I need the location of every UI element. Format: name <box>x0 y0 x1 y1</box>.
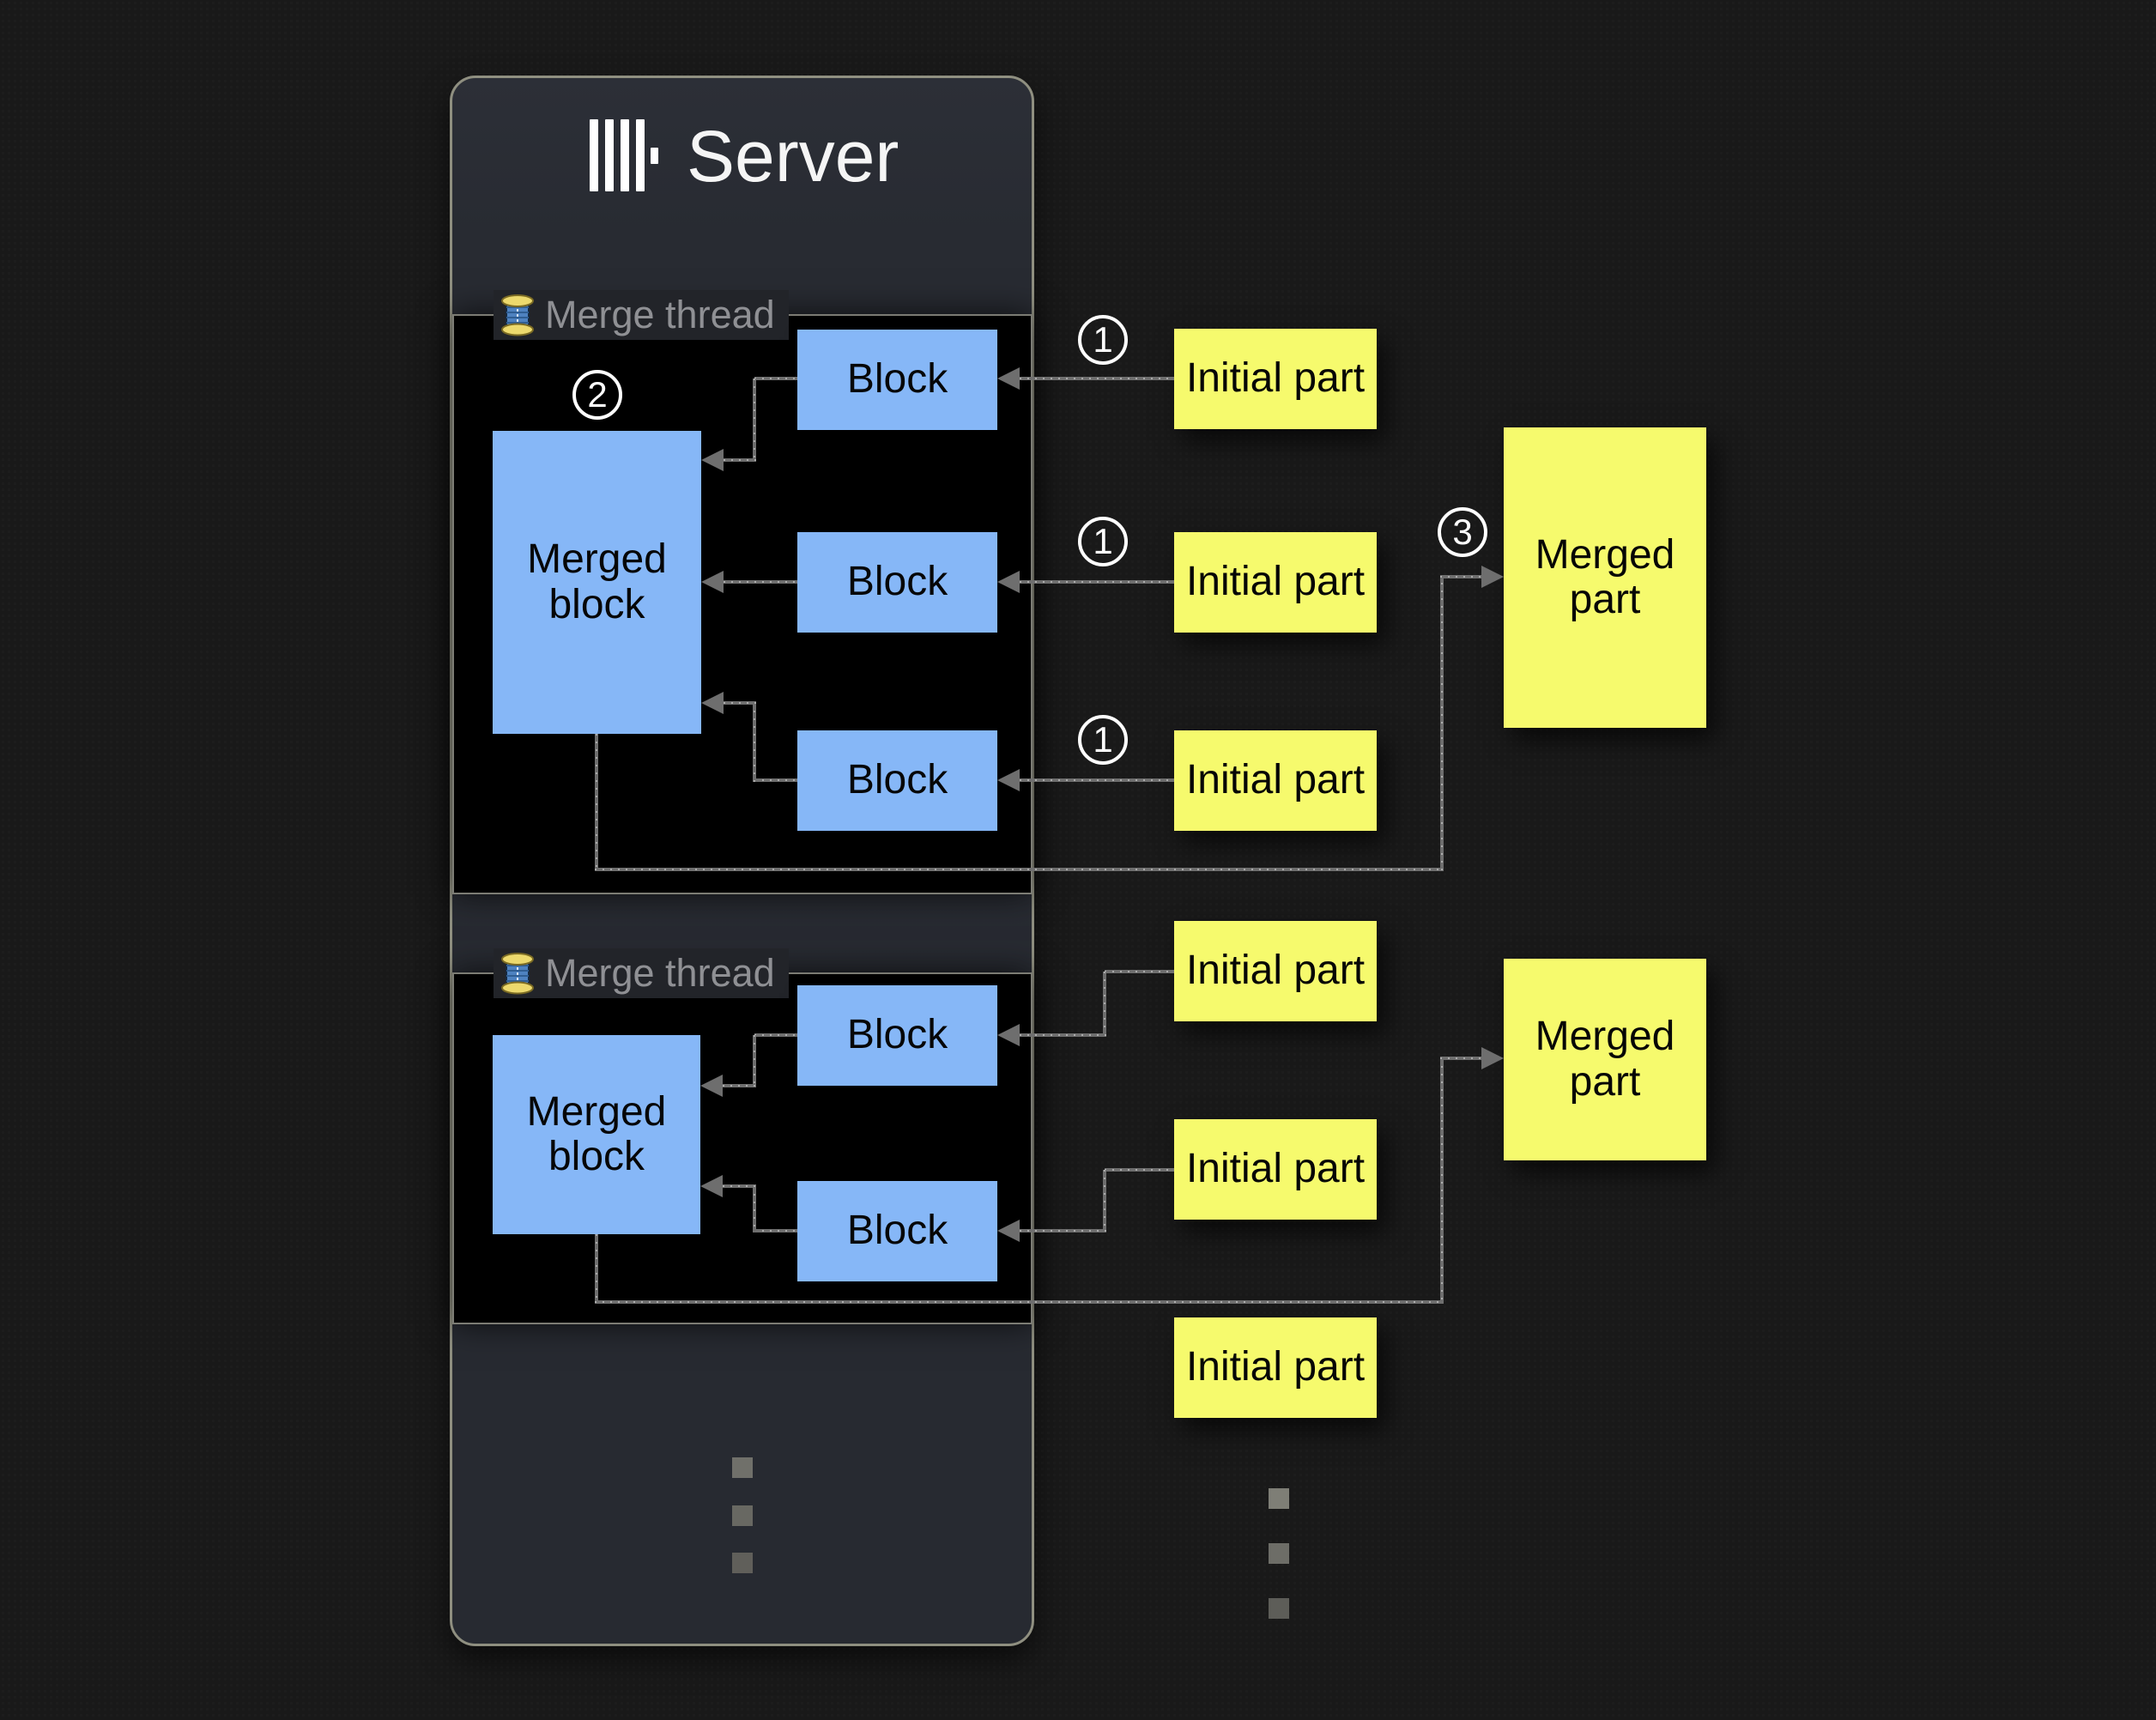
arrowhead <box>997 1024 1020 1046</box>
initial-part: Initial part <box>1174 1317 1377 1418</box>
connector-segment <box>723 1084 756 1087</box>
step-badge-insert: 1 <box>1078 315 1128 365</box>
initial-part: Initial part <box>1174 329 1377 429</box>
connector-segment <box>754 1033 797 1037</box>
logo-bar <box>621 119 629 191</box>
arrowhead <box>997 1220 1020 1242</box>
ellipsis-dot <box>1269 1598 1289 1619</box>
ellipsis-dot <box>732 1457 753 1478</box>
connector-segment <box>1440 575 1481 578</box>
block: Block <box>797 985 997 1086</box>
connector-segment <box>1440 575 1444 871</box>
logo-bar-short <box>651 148 658 164</box>
merge-thread-legend: Merge thread <box>494 948 789 998</box>
server-title: Server <box>687 116 899 197</box>
logo-bar <box>605 119 614 191</box>
connector-segment <box>595 1300 1444 1304</box>
block: Block <box>797 730 997 831</box>
ellipsis-dot <box>1269 1488 1289 1509</box>
connector-segment <box>754 377 797 380</box>
merge-thread-label: Merge thread <box>545 293 775 336</box>
block: Block <box>797 532 997 633</box>
thread-spool-icon <box>501 294 534 336</box>
connector-segment <box>753 1035 756 1087</box>
arrowhead <box>1481 566 1504 588</box>
connector-segment <box>1020 377 1174 380</box>
initial-part: Initial part <box>1174 532 1377 633</box>
thread-spool-icon <box>501 953 534 995</box>
block: Block <box>797 330 997 430</box>
arrowhead <box>997 769 1020 791</box>
connector-segment <box>1440 1058 1444 1302</box>
arrowhead <box>700 1075 723 1097</box>
connector-segment <box>1020 1229 1106 1232</box>
connector-segment <box>1020 1033 1106 1037</box>
arrowhead <box>1481 1047 1504 1069</box>
logo-bar <box>590 119 598 191</box>
arrowhead <box>701 692 724 714</box>
connector-segment <box>1020 580 1174 584</box>
connector-segment <box>595 1234 598 1304</box>
merge-thread-label: Merge thread <box>545 951 775 995</box>
block: Block <box>797 1181 997 1281</box>
arrowhead <box>701 449 724 471</box>
connector-segment <box>753 703 756 782</box>
merged-block: Merged block <box>493 431 701 734</box>
logo-bar <box>636 119 645 191</box>
ellipsis-dot <box>732 1505 753 1526</box>
connector-segment <box>595 868 1444 871</box>
arrowhead <box>997 367 1020 390</box>
step-badge-insert: 1 <box>1078 517 1128 566</box>
step-badge-insert: 1 <box>1078 715 1128 765</box>
connector-segment <box>723 1184 756 1188</box>
ellipsis-dot <box>1269 1543 1289 1564</box>
initial-part: Initial part <box>1174 1119 1377 1220</box>
connector-segment <box>1440 1057 1481 1060</box>
step-badge-merge: 2 <box>572 370 622 420</box>
merged-part: Merged part <box>1504 959 1706 1160</box>
merged-block: Merged block <box>493 1035 700 1234</box>
merged-part: Merged part <box>1504 427 1706 728</box>
ellipsis-dot <box>732 1553 753 1573</box>
connector-segment <box>754 1229 797 1232</box>
connector-segment <box>724 580 797 584</box>
step-badge-write: 3 <box>1438 507 1487 557</box>
connector-segment <box>724 458 756 462</box>
merge-thread-legend: Merge thread <box>494 290 789 340</box>
arrowhead <box>997 571 1020 593</box>
connector-segment <box>1105 970 1174 973</box>
connector-segment <box>595 734 598 871</box>
connector-segment <box>724 701 756 705</box>
connector-segment <box>1103 972 1106 1037</box>
connector-segment <box>754 778 797 782</box>
arrowhead <box>700 1175 723 1197</box>
connector-segment <box>1103 1170 1106 1232</box>
connector-segment <box>753 379 756 462</box>
connector-segment <box>1105 1168 1174 1172</box>
connector-segment <box>753 1186 756 1232</box>
clickhouse-logo-icon <box>590 119 662 191</box>
initial-part: Initial part <box>1174 921 1377 1021</box>
connector-segment <box>1020 778 1174 782</box>
arrowhead <box>701 571 724 593</box>
initial-part: Initial part <box>1174 730 1377 831</box>
